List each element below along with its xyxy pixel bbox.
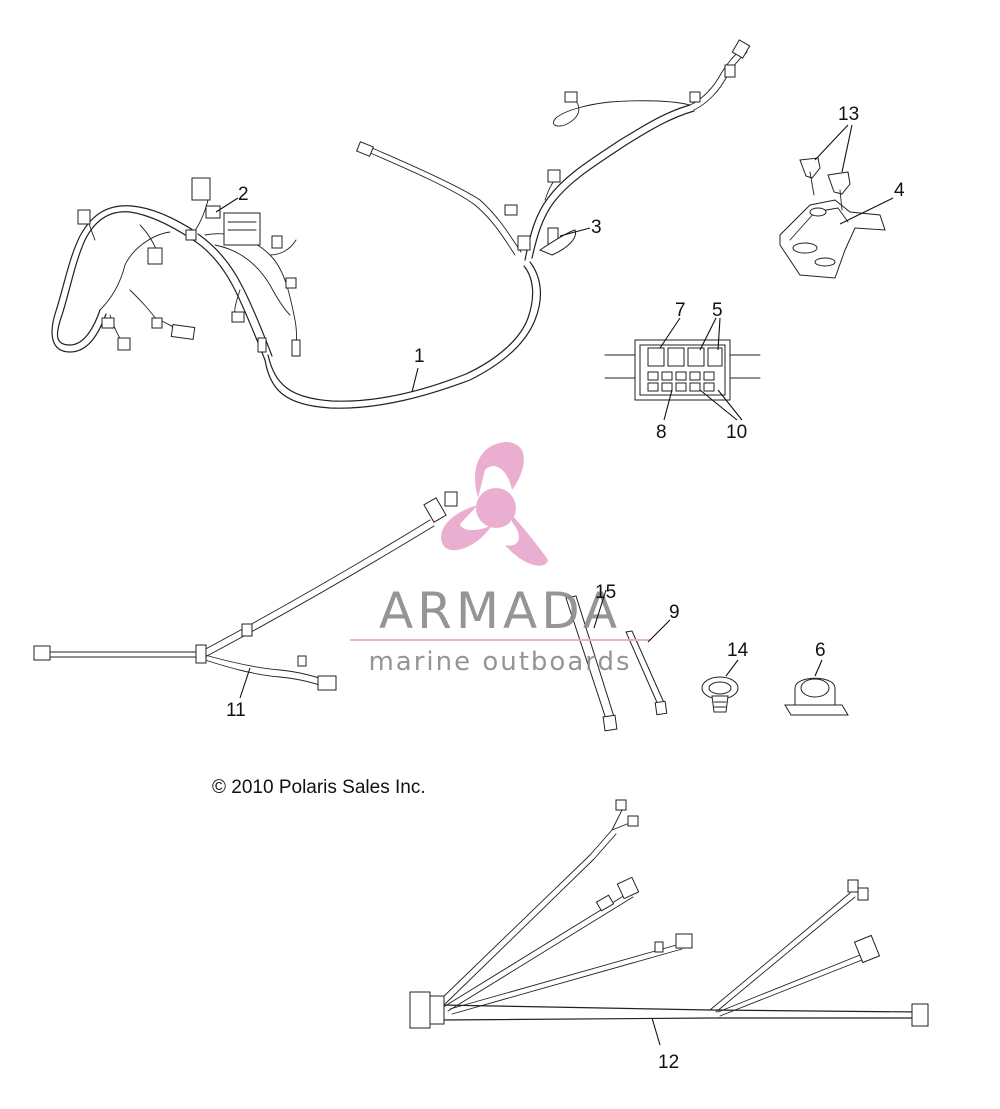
cable-tie-15	[565, 595, 618, 732]
propeller-icon	[441, 442, 548, 566]
fastener-13a	[799, 157, 821, 196]
clamp-6	[784, 677, 849, 716]
relay-fuse-box	[604, 339, 761, 401]
callout-7: 7	[675, 300, 686, 321]
callout-2: 2	[238, 184, 249, 205]
harness-11	[33, 491, 458, 691]
callout-4: 4	[894, 180, 905, 201]
fastener-13b	[827, 171, 851, 211]
copyright-notice: © 2010 Polaris Sales Inc.	[212, 777, 426, 798]
callout-11: 11	[226, 700, 246, 721]
clip-14	[701, 676, 739, 713]
bracket-assembly	[779, 157, 886, 279]
callout-13: 13	[838, 104, 859, 125]
callout-10: 10	[726, 422, 747, 443]
callout-6: 6	[815, 640, 826, 661]
harness-12	[409, 799, 929, 1029]
cable-tie-9	[625, 630, 668, 716]
watermark-tagline: marine outboards	[368, 647, 631, 677]
callout-14: 14	[727, 640, 749, 661]
watermark-brand: ARMADA	[379, 582, 621, 640]
callout-12: 12	[658, 1052, 679, 1073]
callout-5: 5	[712, 300, 723, 321]
callout-9: 9	[669, 602, 680, 623]
callout-15: 15	[595, 582, 616, 603]
callout-1: 1	[414, 346, 425, 367]
main-harness	[51, 39, 751, 409]
watermark: ARMADA marine outboards	[350, 442, 650, 677]
callouts: 1 2 3 4 5 6 7 8 9 10 11 12 13 14 15	[226, 104, 905, 1073]
leader-lines	[215, 124, 894, 1046]
callout-3: 3	[591, 217, 602, 238]
callout-8: 8	[656, 422, 667, 443]
